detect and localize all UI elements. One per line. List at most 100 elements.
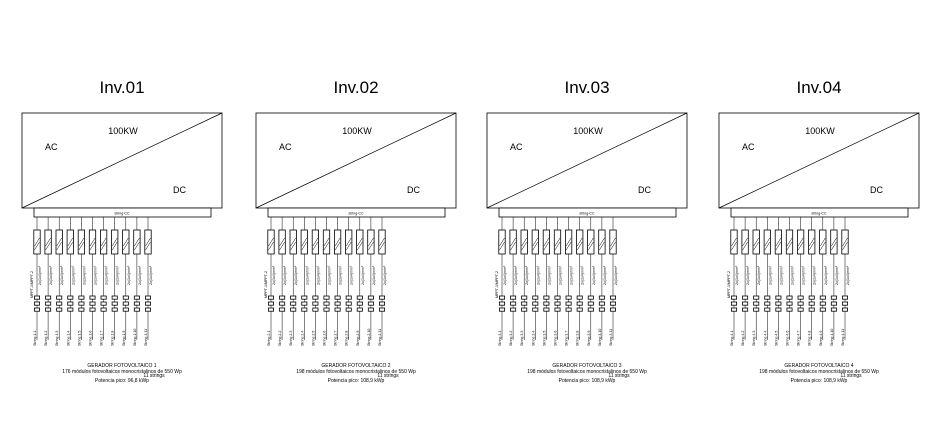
string-label: String 2.3 [289,331,293,346]
cable-annotation: 2x(1x4)mm² [791,265,795,285]
fuse-mark [301,237,308,247]
cable-annotation: 2x(1x4)mm² [316,265,320,285]
terminal [521,295,528,300]
terminal [100,295,107,300]
string-label: String 4.3 [752,331,756,346]
inverter-diagonal [718,112,920,209]
dc-label: DC [407,185,420,195]
terminal [587,301,594,306]
dc-bus-bar [33,207,212,218]
terminal [498,307,505,312]
cable-annotation: 2x(1x4)mm² [570,265,574,285]
bus-label: string-CC [114,212,130,216]
terminal [312,301,319,306]
string-label: String 2.9 [356,331,360,346]
string-label: String 1.1 [33,331,37,346]
fuse-mark [290,237,296,247]
fuse-mark [808,237,815,247]
string-label: String 4.11 [841,329,845,346]
fuse-mark [610,237,616,247]
cable-annotation: 2x(1x4)mm² [768,265,772,285]
terminal [842,295,849,300]
terminal [290,307,297,312]
fuse-mark [34,241,40,251]
terminal [290,301,297,306]
fuse-mark [599,241,605,251]
cable-annotation: 2x(1x4)mm² [592,265,596,285]
terminal [764,295,771,300]
string-label: String 1.10 [133,329,137,346]
terminal [730,295,737,300]
terminal [67,307,74,312]
cable-annotation: 2x(1x4)mm² [38,265,42,285]
inverter-title: Inv.01 [99,78,144,97]
terminal [742,295,749,300]
terminal [67,295,74,300]
terminal [565,307,572,312]
cable-annotation: 2x(1x4)mm² [127,265,131,285]
cable-annotation: 2x(1x4)mm² [361,265,365,285]
fuse-mark [786,241,793,251]
terminal [267,295,274,300]
fuse-mark [554,241,561,251]
fuse-mark [268,237,274,247]
string-circuit: 2x(1x4)mm² String 2.9 [356,217,365,346]
terminal [379,295,386,300]
cable-annotation: 2x(1x4)mm² [294,265,298,285]
fuse-mark [45,241,51,251]
terminal [367,307,374,312]
terminal [379,307,386,312]
string-label: String 2.6 [323,331,327,346]
generator-strings: 11 strings [840,373,862,379]
string-label: String 3.9 [587,331,591,346]
generator-power: Potencia pico: 108,9 kWp [559,378,616,384]
fuse-mark [78,241,85,251]
terminal [521,307,528,312]
fuse-mark [301,241,308,251]
fuse-mark [34,237,40,247]
stack-label: MPPT-1/MPPT-2 [495,271,499,298]
terminal [89,295,96,300]
fuse-mark [521,237,527,247]
terminal [786,301,793,306]
terminal [610,295,617,300]
fuse-mark [279,237,285,247]
terminal [367,295,374,300]
terminal [345,307,352,312]
fuse-mark [842,241,848,251]
fuse-mark [842,237,848,247]
terminal [122,307,129,312]
fuse-mark [797,241,804,251]
fuse-mark [753,237,759,247]
terminal [532,307,539,312]
dc-bus-bar [267,207,446,218]
string-label: String 3.1 [498,331,502,346]
fuse-mark [532,241,539,251]
string-label: String 3.6 [554,331,558,346]
terminal [786,295,793,300]
string-label: String 3.7 [565,331,569,346]
fuse-mark [499,237,505,247]
string-label: String 1.4 [66,331,70,346]
terminal [279,307,286,312]
terminal [33,301,40,306]
terminal [33,295,40,300]
string-label: String 1.8 [111,331,115,346]
terminal [301,307,308,312]
terminal [510,301,517,306]
string-label: String 4.4 [763,331,767,346]
fuse-mark [731,241,737,251]
